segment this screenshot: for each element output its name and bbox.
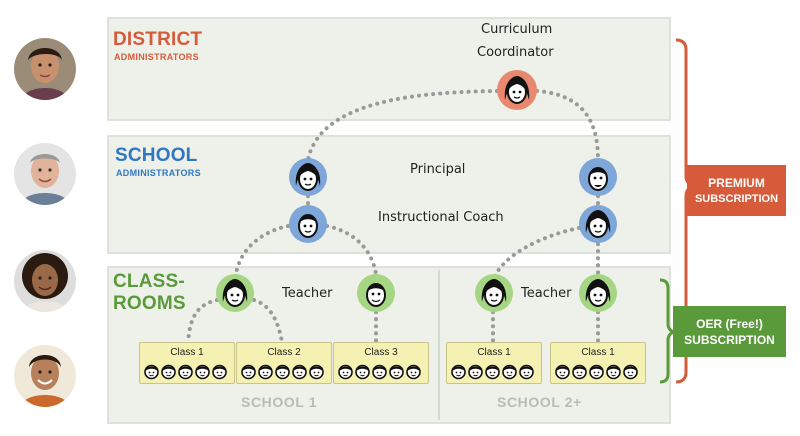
principal-avatar-school1	[289, 158, 327, 196]
student-face-icon	[338, 363, 426, 381]
class-box-school2-2: Class 1	[550, 342, 646, 384]
teacher-avatar-3	[475, 274, 513, 312]
teacher-avatar-1	[216, 274, 254, 312]
teacher-label-school1: Teacher	[282, 286, 333, 301]
coach-avatar-school2	[579, 205, 617, 243]
curriculum-label-line1: Curriculum	[481, 22, 553, 37]
class-box-school1-3: Class 3	[333, 342, 429, 384]
class-label: Class 2	[267, 347, 301, 358]
class-label: Class 3	[364, 347, 398, 358]
school-2-label: SCHOOL 2+	[497, 394, 582, 410]
premium-subscription-badge: PREMIUM SUBSCRIPTION	[687, 165, 786, 216]
class-box-school1-1: Class 1	[139, 342, 235, 384]
school-admin-photo	[14, 143, 76, 205]
school-1-label: SCHOOL 1	[241, 394, 318, 410]
student-photo	[14, 345, 76, 407]
oer-line1: OER (Free!)	[696, 316, 763, 331]
premium-line1: PREMIUM	[708, 175, 765, 190]
student-face-icon	[241, 363, 329, 381]
teacher-label-school2: Teacher	[521, 286, 572, 301]
curriculum-label-line2: Coordinator	[477, 45, 554, 60]
coach-label: Instructional Coach	[378, 210, 504, 225]
district-subtitle: ADMINISTRATORS	[114, 52, 199, 62]
student-face-icon	[451, 363, 539, 381]
class-box-school1-2: Class 2	[236, 342, 332, 384]
class-label: Class 1	[581, 347, 615, 358]
teacher-avatar-2	[357, 274, 395, 312]
student-face-icon	[555, 363, 643, 381]
oer-subscription-badge: OER (Free!) SUBSCRIPTION	[673, 306, 786, 357]
oer-line2: SUBSCRIPTION	[684, 332, 775, 347]
school-title: SCHOOL	[115, 145, 198, 166]
classrooms-title-line2: ROOMS	[113, 293, 186, 314]
principal-label: Principal	[410, 162, 466, 177]
district-title: DISTRICT	[113, 29, 203, 50]
student-face-icon	[144, 363, 232, 381]
coach-avatar-school1	[289, 205, 327, 243]
teacher-avatar-4	[579, 274, 617, 312]
class-label: Class 1	[477, 347, 511, 358]
teacher-photo	[14, 250, 76, 312]
premium-line2: SUBSCRIPTION	[694, 192, 779, 205]
class-label: Class 1	[170, 347, 204, 358]
school-divider	[438, 270, 440, 420]
district-panel	[107, 17, 671, 121]
district-admin-photo	[14, 38, 76, 100]
classrooms-title-line1: CLASS-	[113, 271, 185, 292]
school-panel	[107, 135, 671, 254]
principal-avatar-school2	[579, 158, 617, 196]
class-box-school2-1: Class 1	[446, 342, 542, 384]
curriculum-coordinator-avatar	[497, 70, 537, 110]
school-subtitle: ADMINISTRATORS	[116, 168, 201, 178]
